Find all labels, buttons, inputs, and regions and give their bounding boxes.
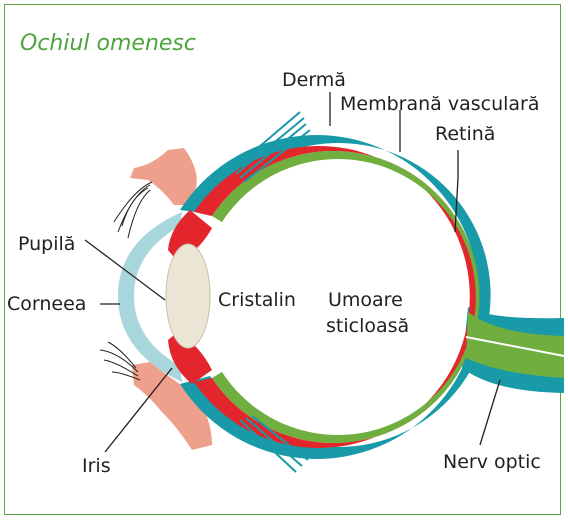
label-optic-nerve: Nerv optic bbox=[443, 451, 541, 473]
label-vascular-membrane: Membrană vasculară bbox=[340, 93, 539, 115]
label-lens: Cristalin bbox=[218, 289, 296, 311]
diagram-title: Ochiul omenesc bbox=[20, 31, 196, 56]
label-vitreous-line1: Umoare bbox=[328, 289, 403, 311]
label-cornea: Corneea bbox=[7, 293, 86, 315]
lens bbox=[166, 244, 210, 348]
label-retina: Retină bbox=[435, 123, 495, 145]
optic-nerve-leader bbox=[480, 380, 500, 445]
label-vitreous-line2: sticloasă bbox=[326, 315, 409, 337]
label-pupil: Pupilă bbox=[18, 233, 75, 255]
upper-eyelid bbox=[130, 148, 197, 205]
label-derma: Dermă bbox=[282, 69, 346, 91]
upper-eyelashes bbox=[114, 182, 152, 238]
label-iris: Iris bbox=[82, 455, 111, 477]
